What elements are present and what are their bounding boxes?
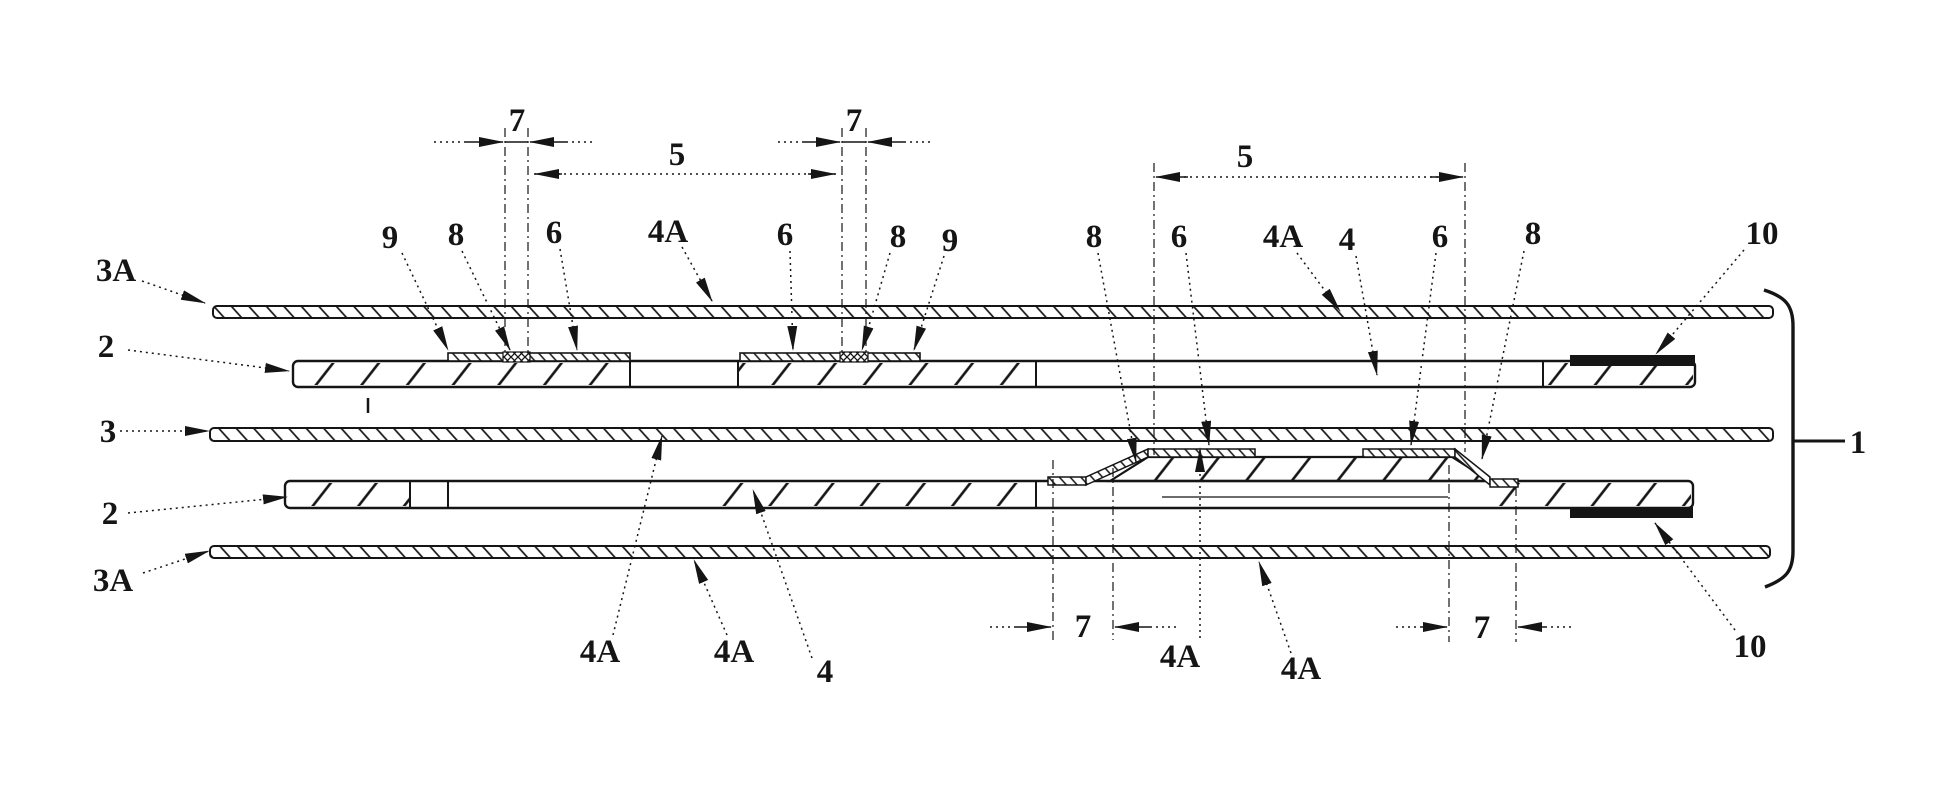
ref-label-10: 10: [1734, 629, 1767, 665]
conductor-overlay-strip: [739, 352, 921, 362]
ref-label-3A: 3A: [93, 563, 134, 599]
bar-hatched-segment: [1490, 483, 1691, 506]
label-mask: [1068, 609, 1098, 643]
ref-label-7: 7: [846, 103, 863, 139]
leader-arrow: [787, 250, 798, 351]
ref-label-1: 1: [1850, 425, 1867, 461]
ref-label-8: 8: [1525, 216, 1542, 252]
ref-label-4A: 4A: [1160, 639, 1201, 675]
leader-arrow: [913, 255, 945, 351]
ref-label-7: 7: [1075, 609, 1092, 645]
ref-label-8: 8: [448, 217, 465, 253]
ref-label-4A: 4A: [648, 214, 689, 250]
ref-label-6: 6: [546, 215, 563, 251]
leader-arrow: [1355, 255, 1378, 376]
ref-label-9: 9: [382, 220, 399, 256]
ref-label-8: 8: [1086, 219, 1103, 255]
bar-hatched-segment: [738, 363, 1036, 385]
ref-label-7: 7: [509, 103, 526, 139]
leader-arrow: [1258, 561, 1292, 654]
leader-arrow: [681, 246, 713, 302]
ref-label-4A: 4A: [580, 634, 621, 670]
ref-label-9: 9: [942, 223, 959, 259]
ref-label-6: 6: [777, 217, 794, 253]
ref-label-4A: 4A: [714, 634, 755, 670]
leader-arrow: [1296, 252, 1341, 312]
ref-label-4: 4: [1339, 222, 1356, 258]
top-cover-film: [212, 305, 1774, 319]
leader-arrow: [142, 550, 210, 574]
leader-arrow: [127, 349, 290, 373]
ref-label-2: 2: [98, 329, 115, 365]
ref-label-10: 10: [1746, 216, 1779, 252]
bar-hatched-segment: [1543, 363, 1693, 385]
leader-arrow: [559, 248, 578, 351]
leader-arrow: [1185, 252, 1212, 446]
bump-overlay-strip: [1047, 476, 1087, 486]
bar-hatched-segment: [295, 363, 630, 385]
ref-label-8: 8: [890, 219, 907, 255]
ref-label-4A: 4A: [1263, 219, 1304, 255]
ref-label-3: 3: [100, 414, 117, 450]
leader-arrow: [1409, 252, 1437, 446]
leader-arrow: [612, 435, 663, 636]
lower-bar-raised-bump: [1106, 455, 1494, 483]
leader-arrow: [861, 252, 891, 351]
exposed-contact-bottom: [1570, 507, 1693, 518]
ref-label-5: 5: [669, 137, 686, 173]
leader-arrow: [1654, 522, 1736, 631]
ref-label-5: 5: [1237, 139, 1254, 175]
leader-arrow: [693, 559, 728, 636]
bump-overlay-strip: [1489, 478, 1519, 488]
label-mask: [1467, 610, 1497, 644]
leader-arrow: [752, 489, 813, 659]
exposed-contact-top: [1570, 355, 1695, 366]
ref-label-6: 6: [1171, 219, 1188, 255]
ref-label-2: 2: [102, 496, 119, 532]
conductor-overlay-strip: [447, 352, 631, 362]
leader-arrow: [461, 250, 511, 351]
ref-label-7: 7: [1474, 610, 1491, 646]
leader-arrow: [1655, 249, 1745, 355]
gap-bridge-piece: [839, 351, 869, 363]
bar-hatched-segment: [287, 483, 410, 506]
bottom-cover-film: [209, 545, 1771, 559]
middle-separator-film: [209, 427, 1774, 442]
leader-arrow: [401, 252, 449, 351]
ref-label-3A: 3A: [96, 253, 137, 289]
assembly-brace: [1763, 288, 1795, 589]
ref-label-4: 4: [817, 654, 834, 690]
bump-overlay-strip: [1147, 448, 1256, 458]
gap-bridge-piece: [502, 351, 531, 363]
ref-label-4A: 4A: [1281, 651, 1322, 687]
ref-label-6: 6: [1432, 219, 1449, 255]
leader-arrow: [141, 280, 206, 304]
bar-hatched-segment: [700, 483, 1036, 506]
leader-arrow: [127, 494, 288, 514]
bump-overlay-strip: [1362, 448, 1456, 458]
